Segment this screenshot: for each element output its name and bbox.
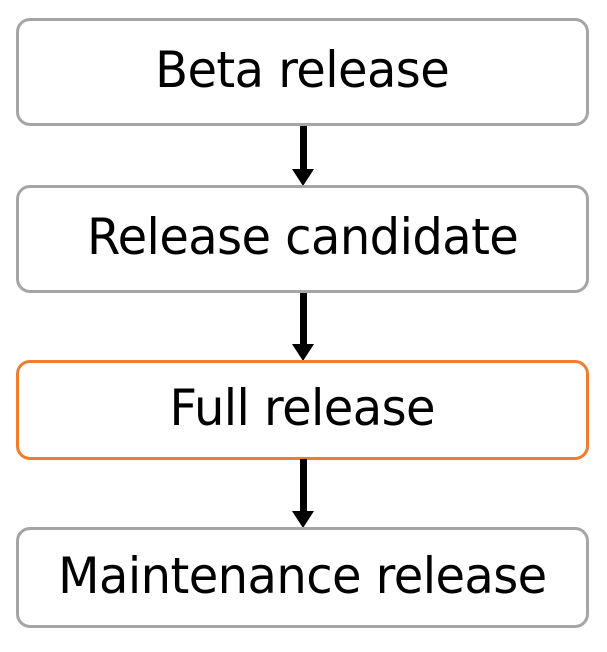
arrow-head-icon (292, 511, 314, 528)
flowchart-node-beta-release[interactable]: Beta release (16, 18, 589, 126)
arrow-head-icon (292, 344, 314, 361)
flowchart-node-full-release[interactable]: Full release (16, 360, 589, 460)
node-label: Beta release (155, 41, 450, 99)
arrow-stem (300, 459, 307, 512)
connector-arrow-beta-to-rc (292, 126, 315, 186)
node-label: Maintenance release (58, 546, 547, 605)
connector-arrow-rc-to-full (292, 293, 315, 361)
node-label: Full release (169, 379, 436, 437)
flowchart-node-maintenance-release[interactable]: Maintenance release (16, 527, 589, 628)
flowchart-node-release-candidate[interactable]: Release candidate (16, 185, 589, 293)
node-label: Release candidate (86, 208, 519, 266)
arrow-stem (300, 293, 307, 345)
arrow-stem (300, 126, 307, 170)
arrow-head-icon (292, 169, 314, 186)
connector-arrow-full-to-maintenance (292, 459, 315, 528)
